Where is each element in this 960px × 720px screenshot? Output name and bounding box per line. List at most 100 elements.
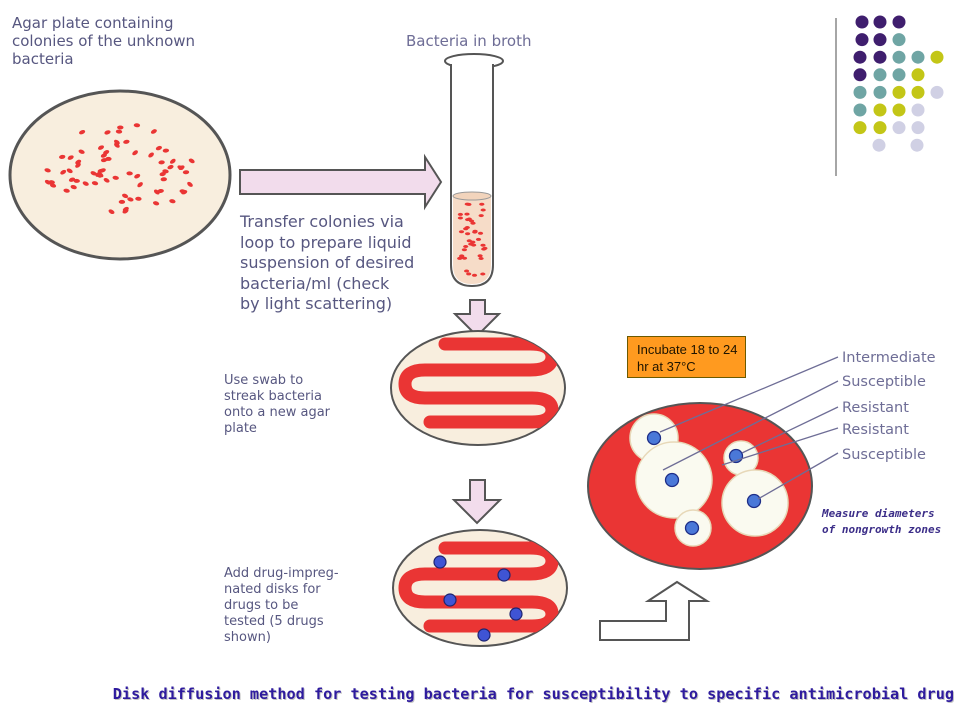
bacteria-colony <box>122 208 129 214</box>
broth-bacteria <box>464 212 470 216</box>
decorative-dot <box>853 50 867 64</box>
figure-caption: Disk diffusion method for testing bacter… <box>112 685 954 703</box>
agar-plate-colonies <box>8 89 232 261</box>
decorative-dot <box>892 15 906 29</box>
bacteria-colony <box>114 139 120 145</box>
disks-line: drugs to be <box>224 598 299 613</box>
broth-bacteria <box>466 272 472 276</box>
bacteria-colony <box>158 160 165 165</box>
bacteria-colony <box>132 150 138 156</box>
transfer-line: bacteria/ml (check <box>240 273 390 293</box>
swabbed-plate <box>390 330 566 446</box>
decorative-dot <box>911 103 925 117</box>
transfer-label: Transfer colonies via loop to prepare li… <box>240 212 440 315</box>
leader-line <box>721 427 839 466</box>
incubated-plate <box>587 402 813 570</box>
bacteria-colony <box>79 129 86 135</box>
bacteria-colony <box>169 158 176 164</box>
bacteria-colonies <box>44 123 195 215</box>
agar-plate-label: Agar plate containing colonies of the un… <box>12 14 222 68</box>
drug-disk <box>646 430 662 446</box>
bacteria-colony <box>157 188 164 194</box>
decorative-dot <box>892 121 906 135</box>
broth-bacteria <box>465 218 471 222</box>
bacteria-colony <box>59 154 66 159</box>
bacteria-colony <box>127 197 134 202</box>
transfer-line: Transfer colonies via <box>240 212 404 231</box>
bacteria-colony <box>44 179 51 185</box>
disk-plate <box>392 529 568 647</box>
broth-bacteria <box>472 229 478 233</box>
result-label-resistant: Resistant <box>842 400 909 416</box>
decorative-dot <box>911 85 925 99</box>
broth-bacteria <box>471 243 477 247</box>
decorative-dot <box>911 68 925 82</box>
result-leader-lines <box>659 356 839 500</box>
bacteria-colony <box>159 172 166 177</box>
leader-line <box>757 452 839 500</box>
broth-bacteria <box>463 245 469 248</box>
decorative-dot <box>853 121 867 135</box>
broth-bacteria <box>470 221 476 225</box>
bacteria-colony <box>137 182 143 188</box>
decorative-dot <box>873 15 887 29</box>
swab-line: onto a new agar <box>224 405 331 420</box>
bacteria-suspension <box>457 202 488 277</box>
bacteria-colony <box>97 168 104 173</box>
transfer-arrow <box>239 153 443 211</box>
measure-note: Measure diameters of nongrowth zones <box>822 507 942 536</box>
bacteria-colony <box>60 169 67 175</box>
drug-disk <box>664 472 680 488</box>
decorative-dot <box>892 50 906 64</box>
bacteria-colony <box>123 139 130 144</box>
swab-label: Use swab to streak bacteria onto a new a… <box>224 373 364 437</box>
disks-line: tested (5 drugs <box>224 614 324 629</box>
bacteria-colony <box>49 183 57 188</box>
bacteria-colony <box>103 177 110 183</box>
down-arrow-1 <box>452 299 502 338</box>
broth-label: Bacteria in broth <box>406 32 532 50</box>
decorative-dot <box>853 85 867 99</box>
bacteria-colony <box>169 199 176 204</box>
broth-bacteria <box>479 202 485 206</box>
up-arrow <box>599 580 711 641</box>
bacteria-colony <box>115 129 123 134</box>
bacteria-colony <box>70 184 77 190</box>
drug-disk <box>497 568 511 582</box>
decorative-dot <box>873 50 887 64</box>
agar-plate-label-text: Agar plate containing colonies of the un… <box>12 14 196 68</box>
drug-disk <box>684 520 700 536</box>
decorative-dot <box>855 33 869 47</box>
bacteria-colony <box>103 150 110 155</box>
result-label-susceptible: Susceptible <box>842 447 926 463</box>
bacteria-colony <box>167 164 174 170</box>
bacteria-colony <box>91 181 99 186</box>
bacteria-colony <box>44 168 51 173</box>
bacteria-colony <box>126 171 133 176</box>
bacteria-colony <box>150 129 157 134</box>
decorative-dot-grid <box>853 15 944 152</box>
decorative-dot <box>853 103 867 117</box>
broth-bacteria <box>475 237 482 241</box>
result-label-susceptible: Susceptible <box>842 374 926 390</box>
bacteria-colony <box>67 155 74 160</box>
inhibition-zones <box>629 413 789 547</box>
swab-line: streak bacteria <box>224 389 322 404</box>
bacteria-colony <box>82 181 89 186</box>
broth-bacteria <box>457 212 463 216</box>
swab-line: Use swab to <box>224 373 304 388</box>
bacteria-colony <box>135 196 142 201</box>
bacteria-colony <box>75 162 81 168</box>
bacteria-colony <box>122 193 129 199</box>
bacteria-colony <box>66 168 73 174</box>
decorative-dot <box>853 68 867 82</box>
drug-disks <box>433 555 523 642</box>
decorative-dot <box>873 68 887 82</box>
bacteria-colony <box>73 178 80 183</box>
result-label-intermediate: Intermediate <box>842 350 936 366</box>
bacteria-colony <box>104 130 111 135</box>
drug-disk <box>746 493 762 509</box>
broth-bacteria <box>459 254 465 258</box>
broth-bacteria <box>477 254 483 258</box>
